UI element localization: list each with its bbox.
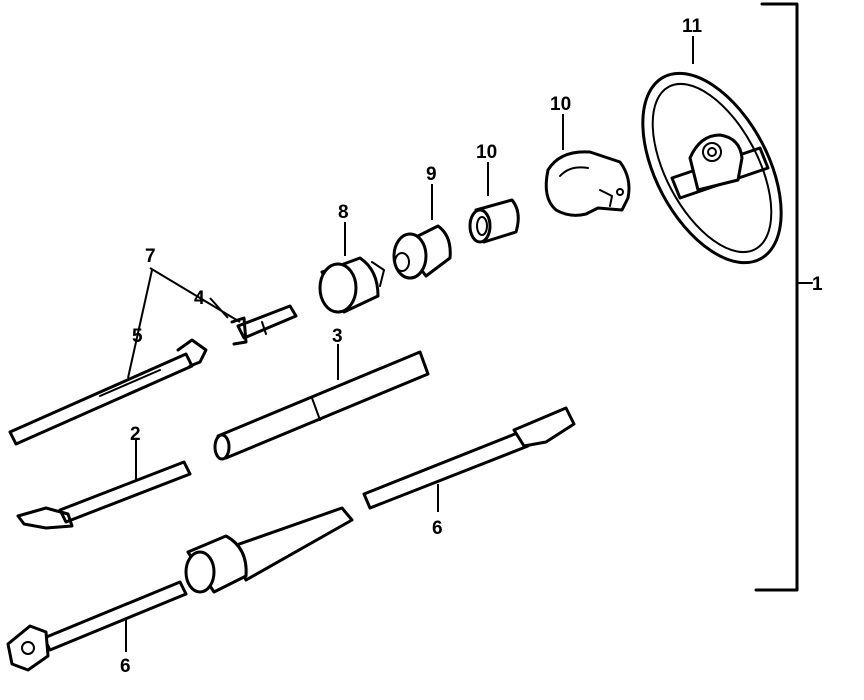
lock-cylinder-housing xyxy=(318,256,385,314)
callout-3: 3 xyxy=(332,326,343,347)
callout-8: 8 xyxy=(338,202,349,223)
intermediate-shaft-lower xyxy=(6,580,188,672)
callout-7: 7 xyxy=(145,246,156,267)
callout-9: 9 xyxy=(426,164,437,185)
shaft-sleeve xyxy=(468,198,520,244)
callout-5: 5 xyxy=(132,326,143,347)
leader-lines xyxy=(125,36,694,652)
callout-4: 4 xyxy=(194,288,205,309)
callout-10-right: 10 xyxy=(550,94,571,115)
assembly-bracket xyxy=(754,2,813,592)
callout-6-upper: 6 xyxy=(432,518,443,539)
column-jacket xyxy=(213,350,430,461)
bearing-housing xyxy=(392,224,452,280)
intermediate-shaft-upper xyxy=(362,406,576,510)
column-cover xyxy=(544,150,631,217)
lower-steering-shaft xyxy=(16,460,192,530)
steering-wheel xyxy=(641,71,783,265)
callout-labels: 1 2 3 4 5 6 6 7 8 9 10 10 11 xyxy=(120,16,823,677)
callout-10-left: 10 xyxy=(476,142,497,163)
callout-11: 11 xyxy=(682,16,703,37)
shaft-coupler xyxy=(230,304,298,346)
callout-6-lower: 6 xyxy=(120,656,131,677)
mast-jacket xyxy=(184,506,354,594)
upper-steering-shaft xyxy=(8,338,208,446)
callout-1: 1 xyxy=(812,274,823,295)
callout-2: 2 xyxy=(130,424,141,445)
